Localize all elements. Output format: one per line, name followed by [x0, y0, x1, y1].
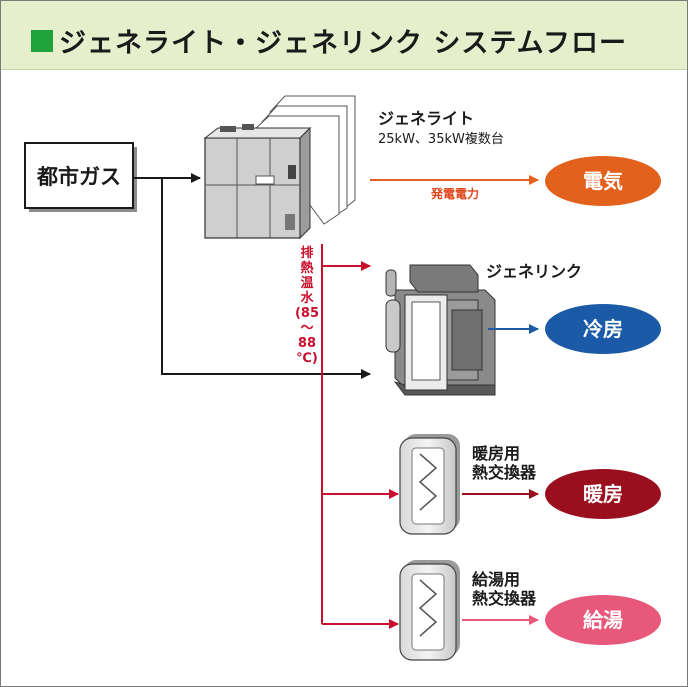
svg-text:排: 排: [300, 245, 313, 261]
svg-text:88: 88: [298, 336, 316, 351]
output-heating: 暖房: [545, 469, 661, 519]
svg-text:〜: 〜: [300, 321, 313, 336]
hotwater-hx-label-2: 熱交換器: [472, 589, 537, 608]
city-gas-box: 都市ガス: [24, 142, 137, 212]
gas-line-to-genelink: [161, 178, 371, 379]
svg-text:暖房: 暖房: [583, 482, 623, 506]
city-gas-label: 都市ガス: [36, 165, 121, 189]
svg-text:温: 温: [300, 276, 313, 291]
svg-text:給湯: 給湯: [583, 608, 623, 632]
heating-hx-label-2: 熱交換器: [472, 463, 537, 482]
output-electricity: 電気: [545, 156, 661, 206]
page-title: ジェネライト・ジェネリンク システムフロー: [59, 28, 627, 59]
svg-text:水: 水: [300, 290, 314, 306]
title-square-icon: [31, 30, 53, 52]
heating-hx-label-1: 暖房用: [472, 444, 520, 463]
svg-text:(85: (85: [295, 306, 319, 321]
heating-heat-exchanger-icon: [399, 434, 460, 535]
genelite-spec: 25kW、35kW複数台: [378, 131, 504, 147]
genelite-name: ジェネライト: [378, 109, 474, 128]
svg-text:冷房: 冷房: [583, 317, 623, 341]
genelink-name: ジェネリンク: [486, 262, 582, 281]
output-cooling: 冷房: [545, 304, 661, 354]
power-label: 発電電力: [430, 186, 479, 201]
output-hot-water: 給湯: [545, 595, 661, 645]
hotwater-heat-exchanger-icon: [399, 560, 460, 661]
hotwater-hx-label-1: 給湯用: [472, 570, 520, 589]
svg-text:熱: 熱: [300, 260, 313, 276]
title-bar: ジェネライト・ジェネリンク システムフロー: [1, 1, 687, 70]
genelink-unit-icon: [385, 264, 496, 396]
svg-text:電気: 電気: [583, 169, 623, 193]
exhaust-label: 排 熱 温 水 (85 〜 88 ℃): [295, 245, 319, 366]
svg-text:℃): ℃): [296, 351, 318, 366]
genelite-unit-icon: [203, 95, 356, 240]
